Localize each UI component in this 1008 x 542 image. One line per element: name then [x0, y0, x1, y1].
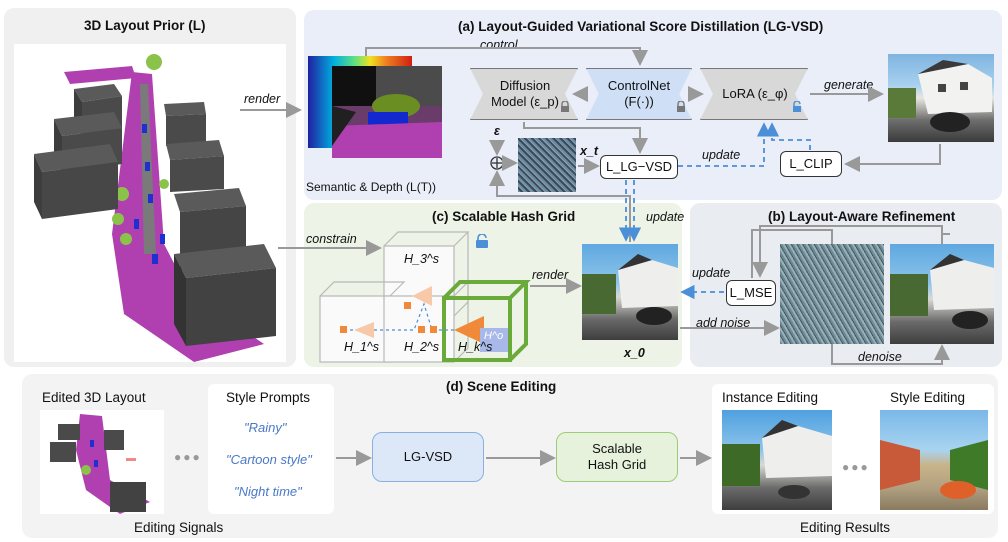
edited-layout-image [40, 410, 164, 514]
hk-label: H_k^s [458, 340, 493, 354]
render-hash-label: render [532, 268, 569, 282]
lora-box [700, 68, 808, 120]
clip-loss-box: L_CLIP [780, 151, 842, 177]
denoise-label: denoise [858, 350, 902, 364]
noisy-image-xt [518, 138, 576, 192]
mse-loss-box: L_MSE [726, 280, 776, 306]
hash-grid-edit-text: Scalable Hash Grid [587, 441, 647, 472]
denoised-image-svg [890, 254, 994, 329]
edited-layout-label: Edited 3D Layout [42, 390, 146, 405]
lgvsd-title: (a) Layout-Guided Variational Score Dist… [458, 19, 824, 34]
rendered-image-x0 [582, 244, 678, 340]
prior-title: 3D Layout Prior (L) [84, 18, 206, 33]
h3-label: H_3^s [404, 252, 440, 266]
mse-loss-text: L_MSE [729, 285, 773, 300]
prompt-night: "Night time" [234, 484, 302, 499]
update-lgvsd-label: update [702, 148, 741, 162]
prompt-cartoon: "Cartoon style" [226, 452, 312, 467]
scene-editing-title: (d) Scene Editing [446, 379, 557, 394]
style-prompts-title: Style Prompts [226, 390, 311, 405]
hash-grid-edit-box: Scalable Hash Grid [556, 432, 678, 482]
controlnet-box [586, 68, 692, 120]
denoised-image [890, 244, 994, 344]
constrain-label: constrain [306, 232, 357, 246]
lock-icon-diffusion [560, 100, 570, 112]
noised-render-image [780, 244, 884, 344]
editing-signals-label: Editing Signals [134, 520, 224, 535]
h2-label: H_2^s [404, 340, 440, 354]
refinement-title: (b) Layout-Aware Refinement [768, 209, 956, 224]
diffusion-model-box [470, 68, 578, 120]
layout-prior-render [14, 44, 286, 362]
lgvsd-edit-text: LG-VSD [403, 449, 453, 464]
hash-grid-svg [319, 231, 531, 363]
lgvsd-edit-box: LG-VSD [372, 432, 484, 482]
add-noise-label: add noise [696, 316, 751, 330]
semantic-map-svg [332, 66, 442, 158]
instance-editing-label: Instance Editing [722, 390, 819, 405]
controlnet-text: ControlNet (F(·)) [607, 78, 671, 109]
instance-editing-image [722, 410, 832, 510]
diffusion-model-text: Diffusion Model (ε_p) [491, 78, 559, 109]
style-image-svg [880, 440, 988, 499]
style-editing-label: Style Editing [890, 390, 966, 405]
lock-icon-controlnet [676, 100, 686, 112]
semantic-map-image [332, 66, 442, 158]
lgvsd-loss-text: L_LG−VSD [605, 159, 673, 174]
generated-image-svg [888, 60, 992, 132]
xt-label: x_t [580, 144, 599, 158]
editing-results-label: Editing Results [800, 520, 891, 535]
layout-prior-svg [34, 54, 276, 362]
instance-image-svg [722, 420, 832, 499]
h1-label: H_1^s [344, 340, 380, 354]
unlock-icon-hash [474, 233, 490, 248]
update-refine-label: update [692, 266, 731, 280]
generate-label: generate [824, 78, 874, 92]
x0-image-svg [582, 254, 678, 325]
lora-text: LoRA (ε_φ) [722, 86, 788, 101]
generated-image [888, 54, 994, 142]
dots-right: ●●● [842, 460, 870, 474]
ho-label: H^o [484, 330, 504, 342]
lgvsd-loss-box: L_LG−VSD [600, 155, 678, 179]
render-label: render [244, 92, 281, 106]
style-prompts-card [208, 384, 334, 514]
unlock-icon-lora [792, 100, 802, 112]
epsilon-label: ε [494, 124, 500, 138]
semantic-depth-label: Semantic & Depth (L(T)) [306, 180, 437, 194]
edited-layout-svg [50, 414, 150, 514]
style-editing-image [880, 410, 988, 510]
hash-grid-title: (c) Scalable Hash Grid [432, 209, 576, 224]
update-hash-label: update [646, 210, 685, 224]
clip-loss-text: L_CLIP [789, 156, 833, 171]
prompt-rainy: "Rainy" [244, 420, 287, 435]
dots-left: ●●● [174, 450, 202, 464]
x0-label: x_0 [624, 346, 645, 360]
